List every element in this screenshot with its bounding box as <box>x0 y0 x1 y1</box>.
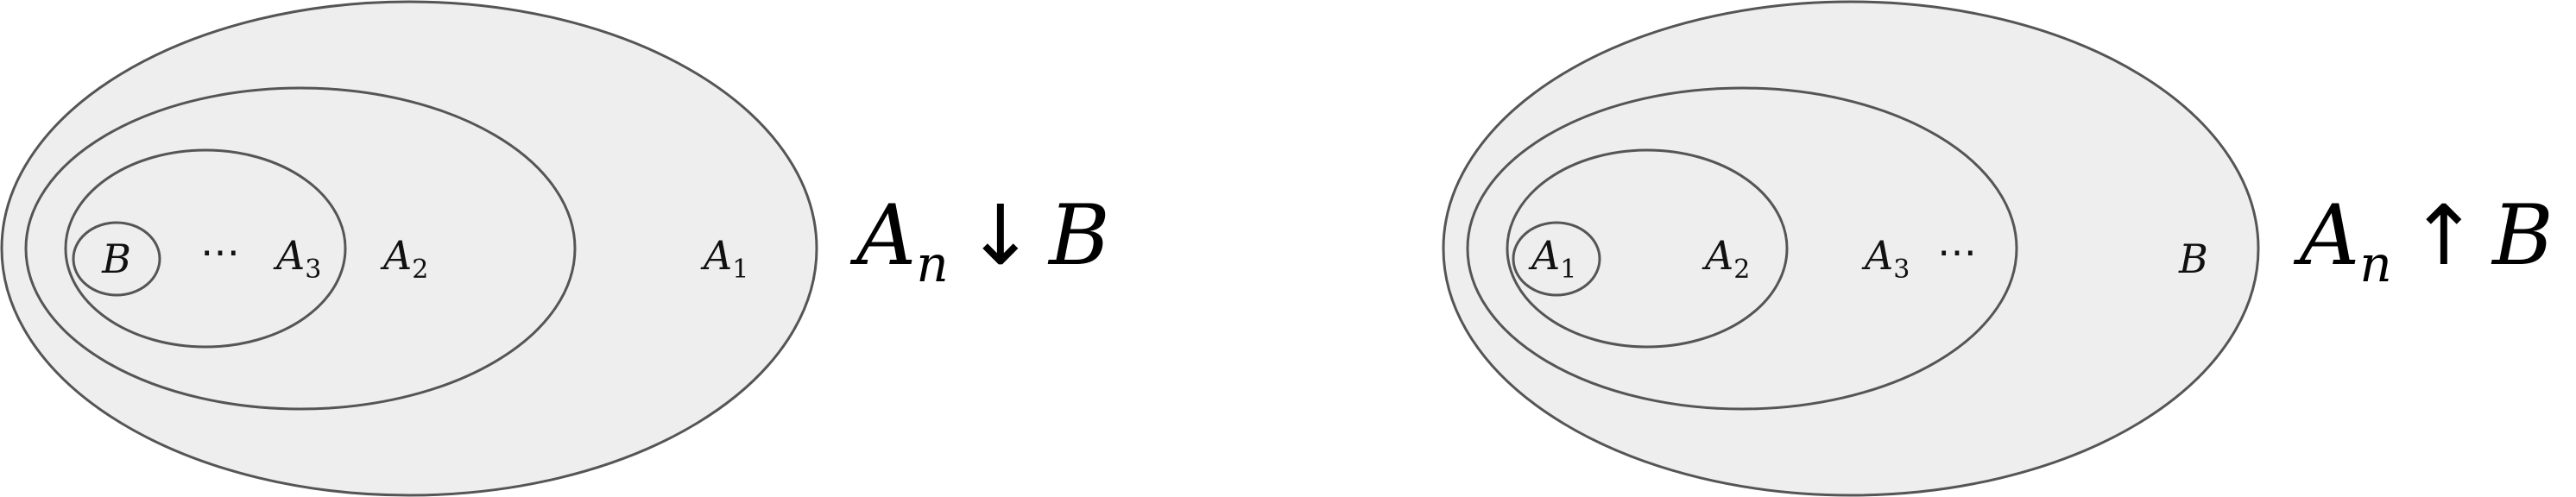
right-ellipsis: ⋯ <box>1937 229 1982 275</box>
right-label-a2: A2 <box>1702 232 1750 285</box>
right-ellipse-a1 <box>1512 221 1601 297</box>
left-label-b: B <box>101 236 131 282</box>
right-ellipse-a2 <box>1506 148 1789 349</box>
left-ellipsis: ⋯ <box>200 229 245 275</box>
right-caption: An↑B <box>2293 187 2554 293</box>
left-label-a3: A3 <box>273 232 321 285</box>
right-label-a1: A1 <box>1528 232 1576 285</box>
right-label-a3: A3 <box>1861 232 1910 285</box>
right-label-b: B <box>2178 236 2208 282</box>
left-ellipse-b <box>72 221 161 297</box>
left-caption: An↓B <box>849 187 1110 293</box>
right-diagram: A1 A2 A3 ⋯ B An↑B <box>1442 0 2554 497</box>
left-label-a1: A1 <box>700 232 748 285</box>
left-diagram: B ⋯ A3 A2 A1 An↓B <box>0 0 1110 497</box>
left-label-a2: A2 <box>380 232 428 285</box>
left-ellipse-a3 <box>64 148 347 349</box>
